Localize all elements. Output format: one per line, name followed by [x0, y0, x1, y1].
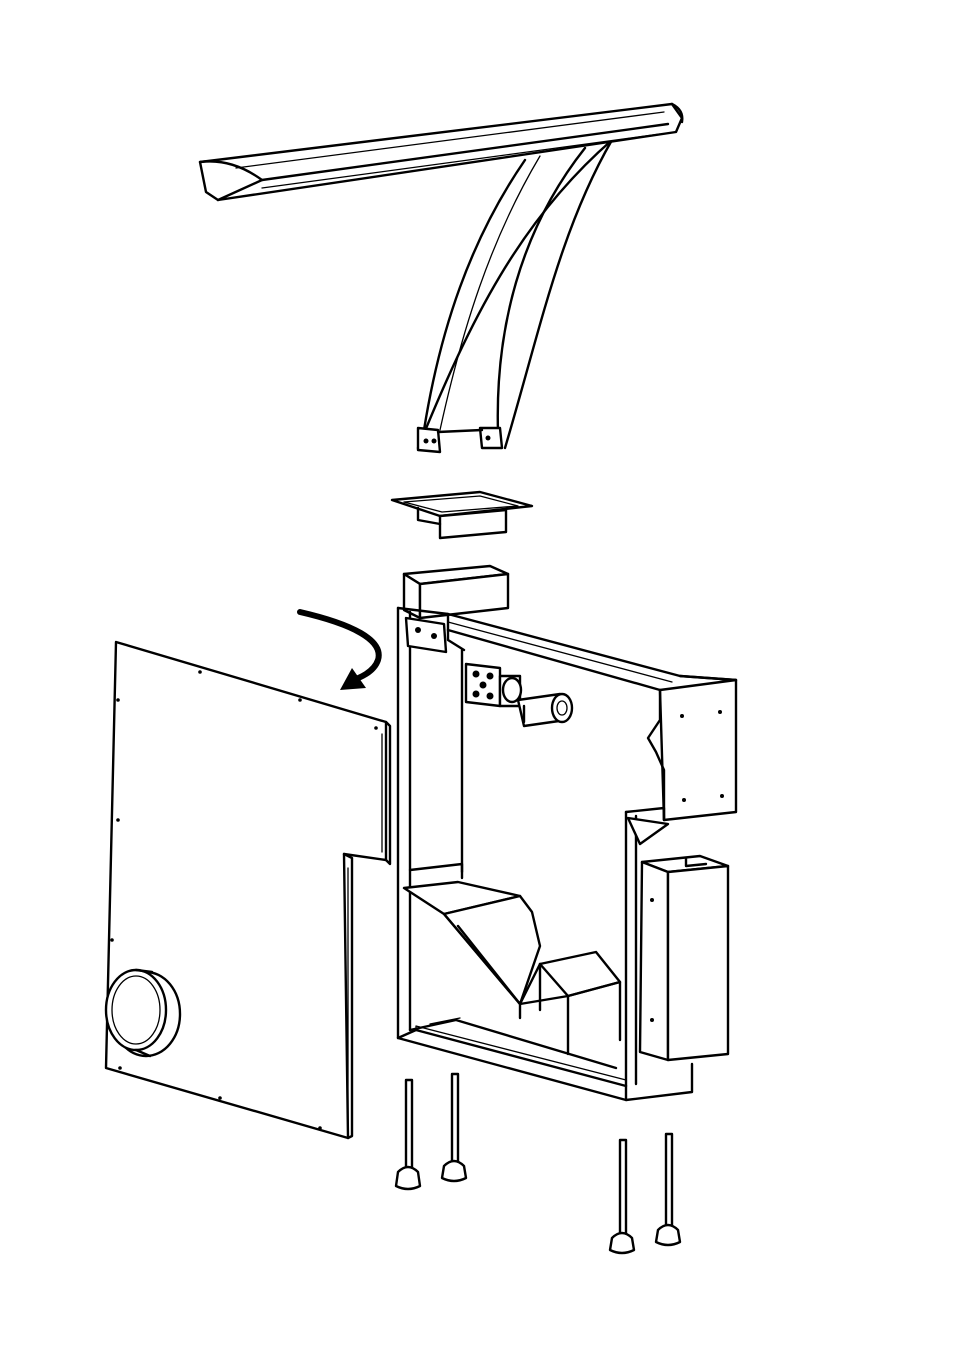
rotate-arrow [300, 612, 379, 690]
heat-exchanger-tray [404, 882, 620, 1054]
adjustable-foot-2 [442, 1074, 466, 1181]
adjustable-foot-4 [656, 1134, 680, 1245]
side-access-panel [106, 642, 390, 1138]
fan-motor [466, 664, 572, 726]
curved-top-hood [200, 104, 682, 452]
square-duct-collar [392, 492, 532, 538]
adjustable-foot-1 [396, 1080, 420, 1189]
adjustable-foot-3 [610, 1140, 634, 1253]
filter-cassette [640, 856, 728, 1060]
